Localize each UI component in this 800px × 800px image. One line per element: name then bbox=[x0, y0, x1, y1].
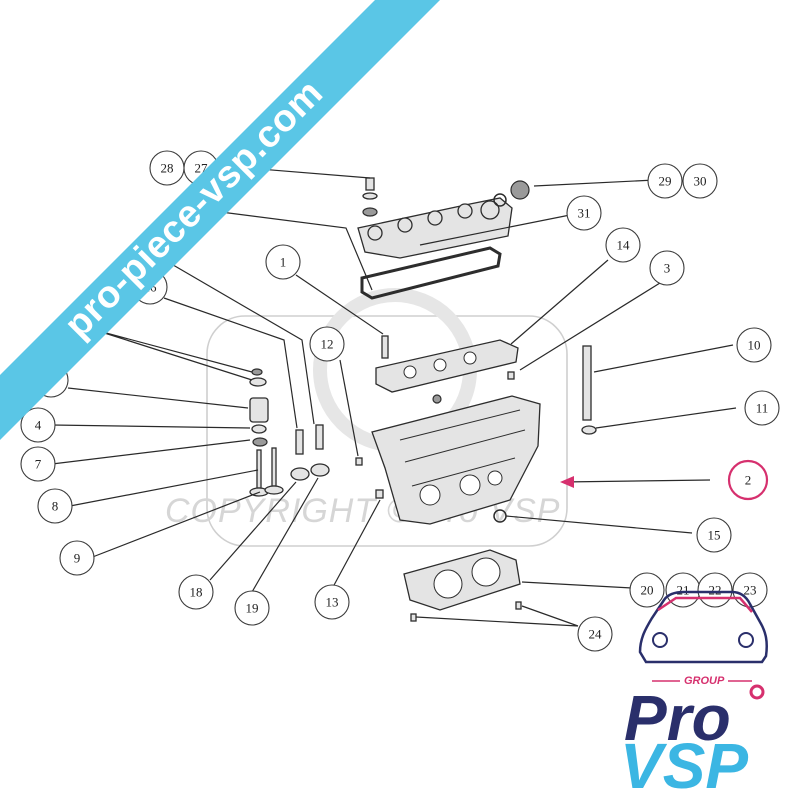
callout-22: 22 bbox=[697, 572, 733, 608]
oil-filler-cap bbox=[510, 180, 530, 200]
svg-text:22: 22 bbox=[709, 583, 722, 598]
sealing-plug bbox=[375, 489, 384, 499]
exhaust-valve bbox=[271, 447, 277, 487]
valve-spring bbox=[249, 397, 269, 423]
callout-24: 24 bbox=[577, 616, 613, 652]
spring-seat bbox=[251, 424, 267, 434]
valve-keepers bbox=[251, 368, 263, 376]
spring-retainer bbox=[249, 377, 267, 387]
head-gasket bbox=[403, 549, 521, 611]
svg-text:31: 31 bbox=[578, 206, 591, 221]
exhaust-valve-head bbox=[264, 485, 284, 495]
callout-30: 30 bbox=[682, 163, 718, 199]
gasket-dowel-a bbox=[515, 601, 522, 610]
callout-7: 7 bbox=[20, 446, 56, 482]
svg-text:2: 2 bbox=[745, 473, 752, 488]
callout-8: 8 bbox=[37, 488, 73, 524]
car-outline-icon bbox=[638, 590, 768, 664]
valve-seat-a bbox=[290, 467, 310, 481]
cap-seal bbox=[493, 193, 507, 207]
provsp-logo: GROUP Pro VSP bbox=[620, 590, 768, 800]
website-banner: pro-piece-vsp.com bbox=[0, 0, 440, 440]
banner-text: pro-piece-vsp.com bbox=[57, 72, 332, 347]
callout-12: 12 bbox=[309, 326, 345, 362]
valve-stem-seal bbox=[252, 437, 268, 447]
callout-11: 11 bbox=[744, 390, 780, 426]
cover-bolt-washer bbox=[362, 192, 378, 200]
svg-text:13: 13 bbox=[326, 595, 339, 610]
callout-19: 19 bbox=[234, 590, 270, 626]
svg-text:18: 18 bbox=[190, 585, 203, 600]
svg-text:19: 19 bbox=[246, 601, 259, 616]
leader-lines bbox=[51, 167, 737, 627]
callout-1: 1 bbox=[265, 244, 301, 280]
callout-15: 15 bbox=[696, 517, 732, 553]
callout-3: 3 bbox=[649, 250, 685, 286]
svg-text:15: 15 bbox=[708, 528, 721, 543]
logo-pro-text: Pro bbox=[624, 682, 731, 754]
logo-gear-icon bbox=[749, 684, 765, 700]
svg-text:23: 23 bbox=[744, 583, 757, 598]
logo-group-label: GROUP bbox=[684, 675, 725, 687]
intake-valve bbox=[256, 449, 262, 489]
svg-text:3: 3 bbox=[664, 261, 671, 276]
svg-text:29: 29 bbox=[659, 174, 672, 189]
callout-2: 2 bbox=[727, 459, 769, 501]
cover-bolt bbox=[365, 177, 375, 191]
arrowhead-2 bbox=[560, 476, 574, 488]
valve-train bbox=[249, 368, 330, 497]
valve-guide-b bbox=[315, 424, 324, 450]
valve-cover bbox=[357, 197, 513, 259]
gasket-dowel-b bbox=[410, 613, 417, 622]
svg-text:11: 11 bbox=[756, 401, 769, 416]
callout-29: 29 bbox=[647, 163, 683, 199]
cylinder-head bbox=[371, 394, 541, 525]
svg-text:4: 4 bbox=[35, 418, 42, 433]
logo-vsp-text: VSP bbox=[620, 730, 748, 800]
svg-text:12: 12 bbox=[321, 337, 334, 352]
svg-text:7: 7 bbox=[35, 457, 42, 472]
svg-text:30: 30 bbox=[694, 174, 707, 189]
svg-text:21: 21 bbox=[677, 583, 690, 598]
callout-13: 13 bbox=[314, 584, 350, 620]
valve-seat-b bbox=[310, 463, 330, 477]
carrier-bolt bbox=[381, 335, 389, 359]
valve-cover-gasket bbox=[360, 246, 502, 300]
callout-31: 31 bbox=[566, 195, 602, 231]
callout-14: 14 bbox=[605, 227, 641, 263]
svg-text:24: 24 bbox=[589, 627, 603, 642]
svg-text:28: 28 bbox=[161, 161, 174, 176]
callout-9: 9 bbox=[59, 540, 95, 576]
callout-20: 20 bbox=[629, 572, 665, 608]
svg-text:20: 20 bbox=[641, 583, 654, 598]
svg-text:1: 1 bbox=[280, 255, 287, 270]
small-plug bbox=[507, 371, 515, 380]
svg-text:8: 8 bbox=[52, 499, 59, 514]
dowel-pin bbox=[355, 457, 363, 466]
callout-18: 18 bbox=[178, 574, 214, 610]
head-bolt-washer bbox=[581, 425, 597, 435]
callout-10: 10 bbox=[736, 327, 772, 363]
valve-guide-a bbox=[295, 429, 304, 455]
svg-text:9: 9 bbox=[74, 551, 81, 566]
camshaft-carrier bbox=[375, 339, 519, 393]
head-bolt bbox=[582, 345, 592, 421]
callout-4: 4 bbox=[20, 407, 56, 443]
cover-bolt-grommet bbox=[362, 207, 378, 217]
callout-28: 28 bbox=[149, 150, 185, 186]
svg-text:10: 10 bbox=[748, 338, 761, 353]
svg-text:14: 14 bbox=[617, 238, 631, 253]
